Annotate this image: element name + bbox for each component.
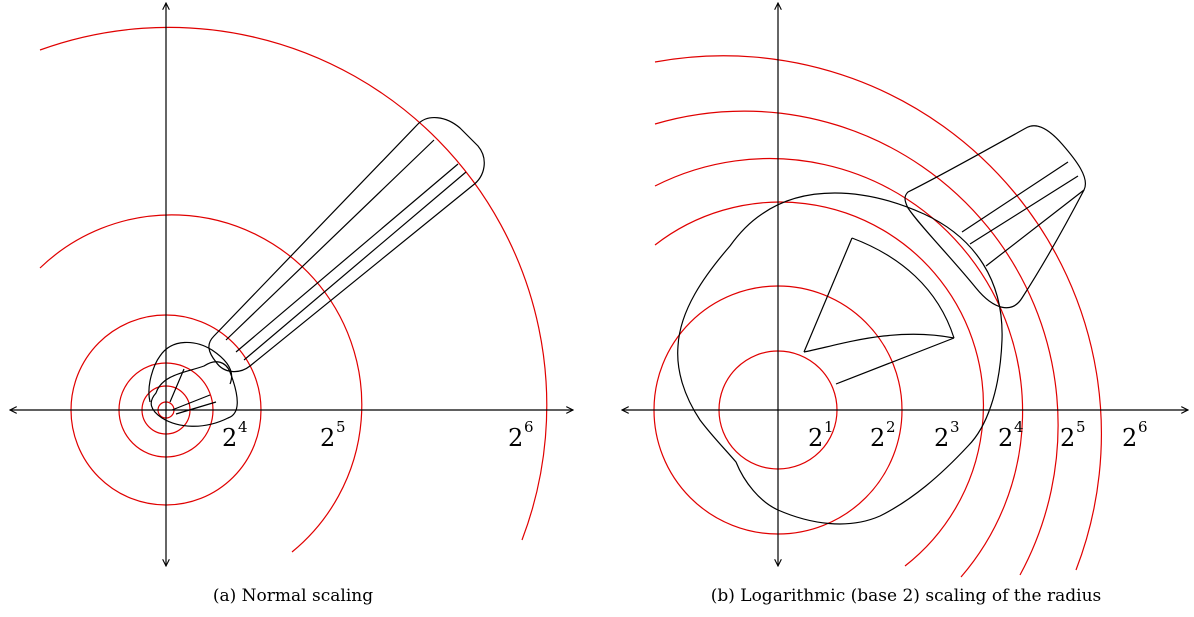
panel-a: 2 4 2 5 2 6 (a) Normal scaling: [10, 3, 573, 606]
label-b-1-exp: 2: [886, 418, 896, 436]
circle-2-5: [39, 214, 363, 553]
label-b-4-base: 2: [1060, 424, 1075, 452]
label-a-2-exp: 6: [524, 418, 534, 436]
label-a-0-exp: 4: [238, 418, 248, 436]
label-b-3-exp: 4: [1014, 418, 1024, 436]
label-b-1-base: 2: [870, 424, 885, 452]
label-a-1-exp: 5: [336, 418, 346, 436]
shape-long-a: [208, 117, 485, 373]
shape-small-a: [148, 341, 238, 427]
label-b-0-exp: 1: [824, 418, 834, 436]
shape-large-b: [677, 192, 1003, 525]
circle-b-2-5: [654, 110, 1059, 576]
label-b-0-base: 2: [808, 424, 823, 452]
axis-labels-a: 2 4 2 5 2 6: [222, 418, 534, 452]
label-a-2-base: 2: [508, 424, 523, 452]
circle-b-2-3: [654, 201, 984, 567]
caption-b: (b) Logarithmic (base 2) scaling of the …: [711, 586, 1102, 606]
label-b-2-exp: 3: [950, 418, 960, 436]
label-b-3-base: 2: [998, 424, 1013, 452]
circle-b-2-6: [654, 55, 1102, 571]
circle-b-2-4: [654, 157, 1024, 578]
label-b-5-exp: 6: [1138, 418, 1148, 436]
panel-b: 2 1 2 2 2 3 2 4 2 5 2 6 (b) Logarithmic …: [622, 3, 1188, 606]
radius-circles-a: [39, 26, 548, 553]
label-a-1-base: 2: [320, 424, 335, 452]
shape-trapezoid-b: [904, 125, 1086, 309]
caption-a: (a) Normal scaling: [213, 586, 373, 606]
label-b-4-exp: 5: [1076, 418, 1086, 436]
circle-2-6: [39, 26, 548, 541]
label-a-0-base: 2: [222, 424, 237, 452]
radius-circles-b: [653, 55, 1102, 578]
label-b-5-base: 2: [1122, 424, 1137, 452]
label-b-2-base: 2: [934, 424, 949, 452]
axis-labels-b: 2 1 2 2 2 3 2 4 2 5 2 6: [808, 418, 1148, 452]
